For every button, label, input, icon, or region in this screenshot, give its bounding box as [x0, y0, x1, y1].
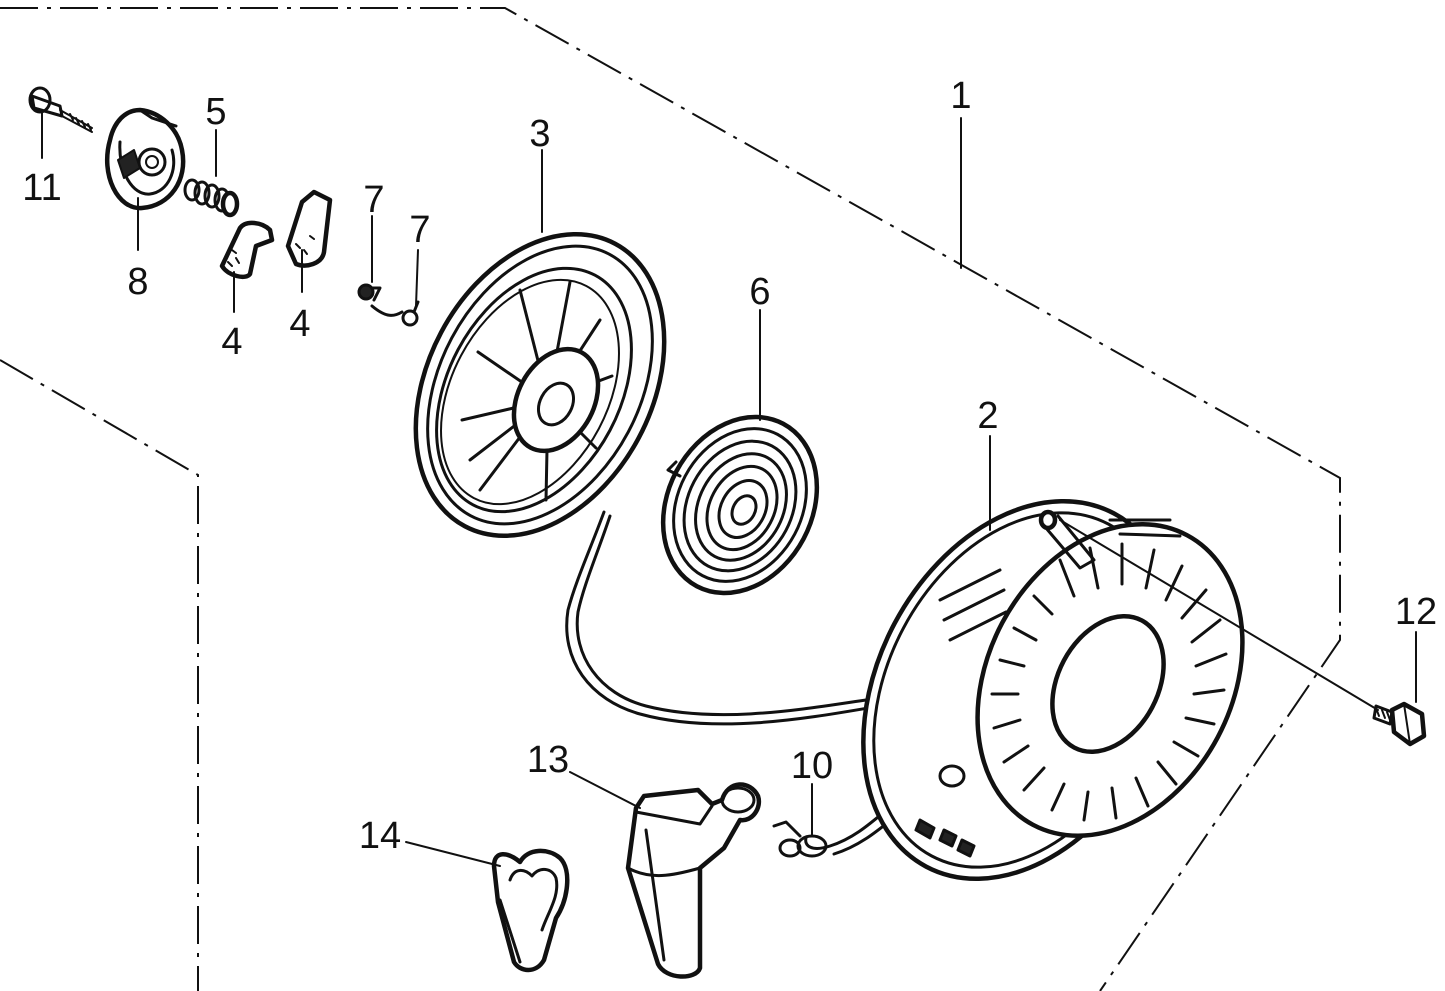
label-14: 14: [359, 815, 401, 857]
part-7-spring-a: [357, 283, 382, 302]
part-8-ratchet-plate: [104, 107, 186, 211]
label-8: 8: [127, 261, 148, 303]
label-1: 1: [950, 75, 971, 117]
part-4-pawl-right: [285, 189, 333, 268]
label-5: 5: [205, 91, 226, 133]
part-3-reel: [413, 232, 667, 538]
part-10-rope-knot: [772, 820, 828, 858]
label-12: 12: [1395, 591, 1437, 633]
part-6-spiral-spring: [660, 414, 820, 596]
label-6: 6: [749, 271, 770, 313]
part-14-grip: [491, 848, 570, 973]
part-4-pawl-left: [219, 220, 275, 279]
part-5-spring: [183, 178, 240, 218]
part-12-bolt: [1372, 701, 1427, 747]
assembly-boundary: [0, 7, 1341, 991]
leader-lines: [41, 109, 1417, 867]
callouts: 1 2 3 4 4 5 6 7 7 8 10 11 12 13 14: [22, 75, 1437, 857]
label-13: 13: [527, 739, 569, 781]
label-11: 11: [22, 167, 61, 209]
part-11-bolt: [28, 86, 93, 133]
label-10: 10: [791, 745, 833, 787]
part-7-spring-b: [370, 300, 420, 327]
label-7a: 7: [363, 179, 384, 221]
label-4a: 4: [221, 321, 242, 363]
part-2-starter-case: [861, 498, 1245, 882]
label-7b: 7: [409, 209, 430, 251]
label-2: 2: [977, 395, 998, 437]
label-3: 3: [529, 113, 550, 155]
label-4b: 4: [289, 303, 310, 345]
part-13-handle: [625, 782, 762, 979]
